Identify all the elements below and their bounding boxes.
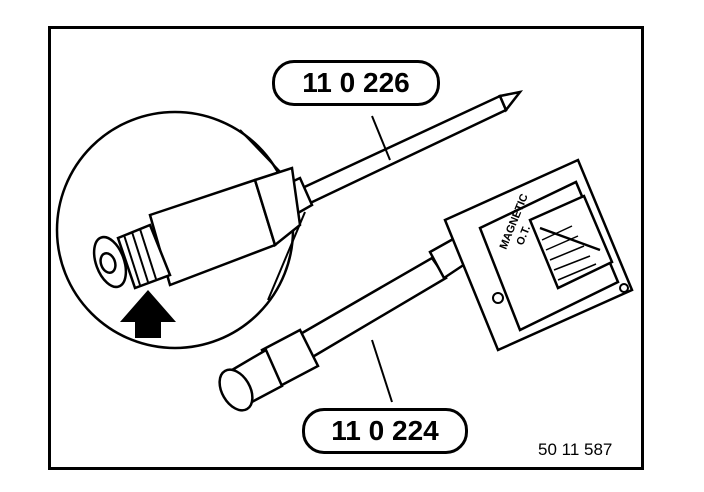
threaded-end-face bbox=[218, 368, 254, 412]
tool-110226 bbox=[283, 90, 524, 215]
leader-line-110226 bbox=[371, 115, 391, 161]
probe-tip bbox=[498, 90, 524, 113]
detail-bore bbox=[99, 252, 117, 274]
gauge-window bbox=[528, 194, 614, 290]
part-number-label-top: 11 0 226 bbox=[272, 60, 440, 106]
arrow-icon bbox=[120, 290, 176, 338]
tool-110224 bbox=[218, 158, 634, 412]
leader-line-110224 bbox=[371, 339, 393, 403]
gauge-screw-2 bbox=[619, 283, 629, 293]
detail-sleeve-end bbox=[253, 166, 302, 248]
part-number-label-bottom: 11 0 224 bbox=[302, 408, 468, 454]
figure-code: 50 11 587 bbox=[538, 440, 613, 459]
gauge-screw bbox=[492, 292, 504, 304]
gauge-needle bbox=[539, 226, 601, 252]
probe-rod-lower bbox=[288, 256, 448, 364]
gauge-scale bbox=[539, 225, 601, 281]
probe-rod-upper bbox=[296, 94, 508, 207]
detail-magnifier bbox=[55, 110, 306, 350]
